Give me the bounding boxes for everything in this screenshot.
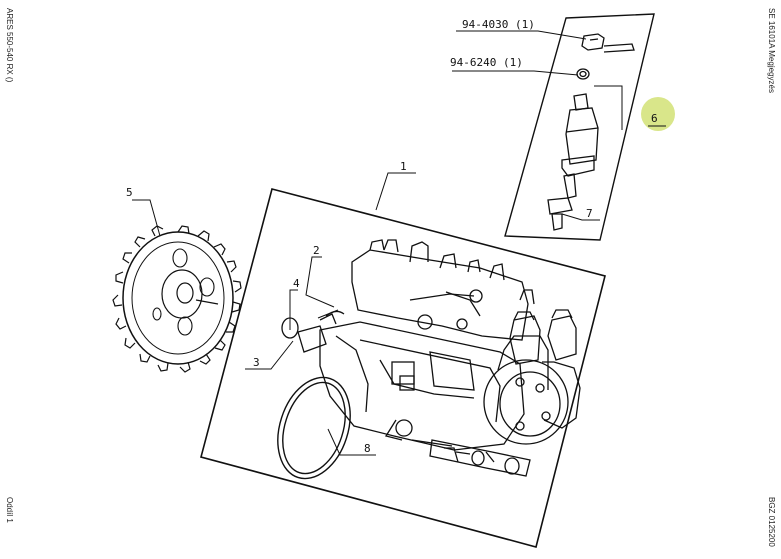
gasket-ring <box>277 376 351 480</box>
callout-4: 4 <box>293 277 300 290</box>
leader-lines <box>132 30 623 456</box>
injector-frame <box>504 13 655 241</box>
part-number-94-4030: 94-4030 (1) <box>462 18 535 31</box>
injection-pump-body <box>281 239 581 477</box>
callout-1: 1 <box>400 160 407 173</box>
callout-6-highlight <box>641 97 675 131</box>
callout-6: 6 <box>651 112 658 125</box>
callout-3: 3 <box>253 356 260 369</box>
gear-teeth <box>112 225 242 373</box>
callout-8: 8 <box>364 442 371 455</box>
pump-assembly-frame <box>200 188 606 548</box>
callout-7: 7 <box>586 207 593 220</box>
callout-5: 5 <box>126 186 133 199</box>
timing-gear <box>112 225 242 373</box>
part-number-94-6240: 94-6240 (1) <box>450 56 523 69</box>
callout-2: 2 <box>313 244 320 257</box>
injector-assembly <box>547 33 635 231</box>
